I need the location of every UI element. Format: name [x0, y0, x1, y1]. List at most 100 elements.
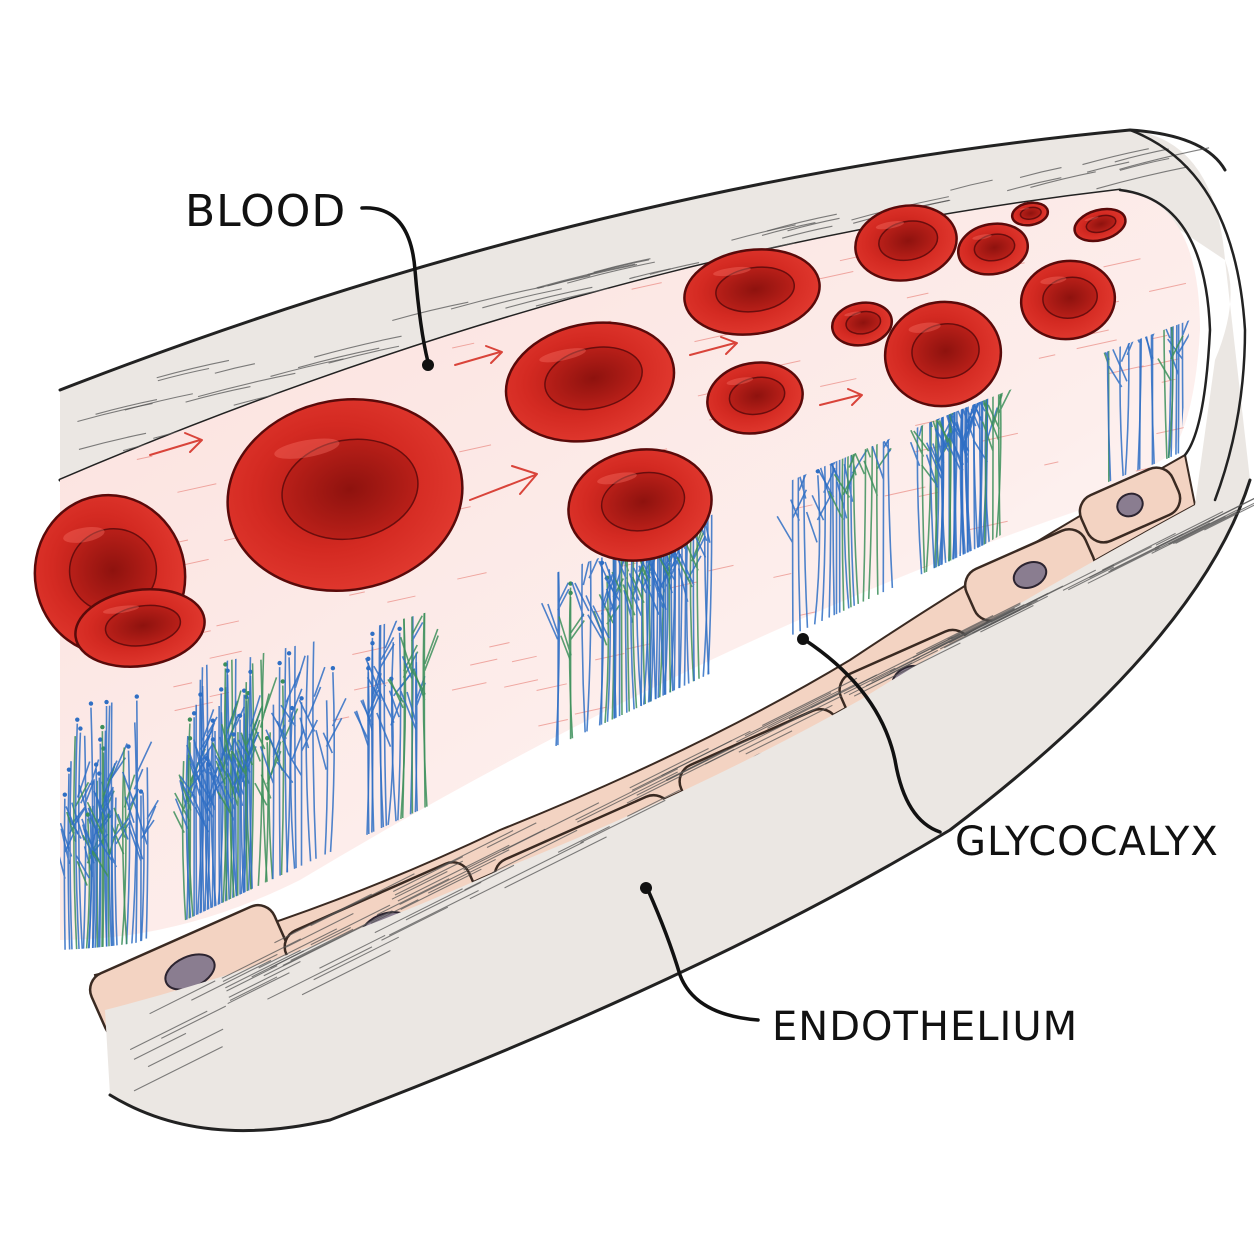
- plasma-streak: [1149, 282, 1187, 292]
- wall-fiber: [397, 844, 510, 902]
- wall-fiber: [1114, 148, 1169, 163]
- glycocalyx-strand: [98, 788, 130, 950]
- wall-fiber: [567, 261, 655, 284]
- plasma-streak: [853, 628, 888, 637]
- wall-fiber: [297, 347, 380, 369]
- wall-fiber: [1108, 518, 1215, 573]
- glycocalyx-dot: [78, 726, 83, 731]
- glycocalyx-dot: [231, 732, 236, 737]
- wall-fiber: [1155, 511, 1224, 546]
- plasma-streak: [536, 683, 567, 691]
- wall-fiber: [400, 868, 482, 911]
- wall-fiber: [577, 771, 678, 823]
- glycocalyx-dot: [397, 626, 402, 631]
- wall-fiber: [370, 899, 419, 924]
- wall-fiber: [225, 949, 301, 989]
- vessel-wall-lower: [105, 128, 1254, 1133]
- glycocalyx-dot: [280, 679, 286, 684]
- wall-fiber: [947, 602, 1021, 640]
- label-blood-text: BLOOD: [185, 186, 346, 237]
- plasma-streak: [136, 455, 153, 461]
- wall-fiber: [310, 873, 415, 927]
- red-blood-cell: [957, 222, 1029, 276]
- red-blood-cell-center: [104, 604, 182, 647]
- red-blood-cells: [33, 201, 1127, 668]
- red-blood-cell-highlight: [274, 438, 340, 459]
- wall-fiber: [274, 893, 372, 944]
- label-glycocalyx-leader: [803, 638, 942, 834]
- red-blood-cell-highlight: [713, 266, 751, 277]
- glycocalyx-dot: [98, 737, 103, 742]
- wall-fiber: [736, 690, 839, 743]
- wall-fiber: [301, 950, 391, 996]
- wall-fiber: [787, 217, 840, 232]
- glycocalyx-strand: [237, 657, 261, 889]
- wall-fiber: [843, 667, 896, 695]
- plasma-streak: [621, 562, 638, 567]
- wall-fiber: [1086, 161, 1130, 173]
- vessel-wall-lower-fill: [105, 260, 1250, 1131]
- glycocalyx-strand: [124, 722, 144, 946]
- wall-fiber: [1007, 177, 1062, 192]
- wall-fiber: [399, 849, 510, 905]
- red-blood-cell-highlight: [1040, 276, 1067, 285]
- wall-fiber: [1168, 509, 1238, 545]
- glycocalyx-strand: [135, 767, 159, 939]
- red-blood-cell-highlight: [972, 234, 992, 240]
- wall-fiber: [950, 603, 1021, 640]
- wall-fiber: [157, 367, 210, 382]
- red-blood-cell-center: [845, 310, 882, 335]
- label-blood-leader: [360, 206, 430, 364]
- wall-fiber: [649, 262, 700, 275]
- wall-fiber: [463, 828, 546, 871]
- wall-fiber: [990, 585, 1064, 623]
- red-blood-cell: [854, 204, 958, 282]
- wall-fiber: [282, 910, 393, 967]
- wall-fiber: [482, 288, 562, 309]
- glycocalyx-strand: [411, 602, 439, 807]
- red-blood-cell-highlight: [844, 311, 861, 317]
- wall-fiber: [229, 976, 278, 1001]
- plasma-streak: [891, 616, 911, 622]
- wall-fiber: [1154, 497, 1254, 549]
- wall-fiber: [228, 961, 301, 998]
- wall-fiber: [313, 335, 402, 358]
- plasma-streak: [63, 354, 105, 365]
- plasma-streak: [216, 620, 240, 627]
- wall-fiber: [871, 656, 920, 682]
- wall-fiber: [270, 927, 351, 969]
- plasma-streak: [1108, 365, 1144, 374]
- flow-arrow-5: [819, 388, 863, 406]
- plasma-streak: [209, 650, 242, 659]
- wall-fiber: [738, 704, 833, 753]
- wall-fiber: [536, 263, 636, 289]
- wall-fiber: [392, 856, 464, 892]
- red-blood-cell-center: [1085, 214, 1117, 234]
- flow-arrow-4: [689, 336, 738, 356]
- label-blood-leader-dot: [422, 359, 434, 371]
- red-blood-cell-center: [1019, 206, 1042, 220]
- red-blood-cell-highlight: [597, 472, 637, 485]
- wall-fiber: [374, 888, 463, 934]
- red-blood-cell: [883, 300, 1003, 408]
- red-blood-cell-center: [911, 323, 980, 379]
- plasma-streak: [1138, 358, 1179, 369]
- plasma-streak: [1076, 339, 1117, 350]
- wall-fiber: [761, 222, 816, 236]
- wall-fiber: [290, 928, 354, 961]
- wall-fiber: [221, 938, 302, 979]
- wall-fiber: [394, 860, 464, 896]
- flow-arrow-2: [149, 432, 203, 456]
- wall-fiber: [1204, 504, 1254, 531]
- wall-fiber: [161, 1005, 227, 1039]
- wall-fiber: [149, 980, 216, 1015]
- glycocalyx-strand: [1157, 320, 1184, 459]
- plasma-streak: [1044, 461, 1059, 466]
- red-blood-cell-highlight: [908, 322, 941, 333]
- wall-fiber: [626, 748, 735, 804]
- glycocalyx-dot: [100, 724, 105, 730]
- wall-fiber: [1082, 148, 1149, 166]
- wall-fiber: [505, 286, 593, 309]
- wall-fiber: [1173, 502, 1254, 545]
- glycocalyx-dot: [237, 713, 243, 718]
